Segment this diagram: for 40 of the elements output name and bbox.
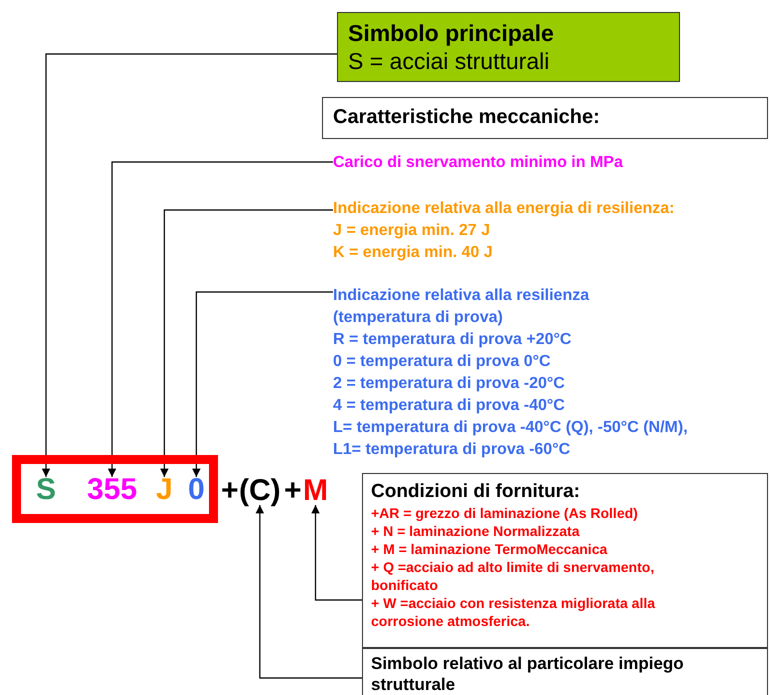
plus-sign: +: [284, 474, 302, 508]
code-letter: M: [303, 474, 328, 508]
description-text: Carico di snervamento minimo in MPa: [333, 152, 623, 174]
leader-line: [42, 53, 337, 477]
legend-line: K = energia min. 40 J: [333, 243, 494, 263]
title-box: [337, 12, 680, 82]
code-letter: S: [36, 473, 56, 507]
leader-line: [192, 291, 333, 477]
legend-line: R = temperatura di prova +20°C: [333, 330, 572, 350]
list-item: +AR = grezzo di laminazione (As Rolled): [371, 504, 639, 522]
leader-line: [256, 505, 362, 679]
legend-line: 0 = temperatura di prova 0°C: [333, 352, 552, 372]
heading-text: Condizioni di fornitura:: [371, 480, 581, 504]
code-digit: 0: [188, 473, 205, 507]
list-item: + Q =acciaio ad alto limite di snervamento, bonificato: [371, 558, 656, 594]
legend-line: J = energia min. 27 J: [333, 221, 491, 241]
leader-line: [311, 505, 362, 601]
legend-line: L1= temperatura di prova -60°C: [333, 440, 572, 460]
list-item: + W =acciaio con resistenza migliorata alla corrosione atmosferica.: [371, 594, 656, 630]
list-item: + N = laminazione Normalizzata: [371, 522, 581, 540]
code-number: 355: [87, 473, 138, 507]
leader-line: [108, 161, 333, 477]
info-box: [362, 473, 768, 648]
description-text: Indicazione relativa alla resilienza (temperatura di prova): [333, 286, 590, 328]
code-letter: J: [156, 473, 173, 507]
heading-text: Caratteristiche meccaniche:: [333, 105, 601, 129]
highlight-frame: [12, 455, 218, 523]
legend-line: L= temperatura di prova -40°C (Q), -50°C (N/M),: [333, 418, 688, 438]
heading-box: [322, 97, 768, 139]
info-box: [362, 648, 768, 695]
legend-line: 2 = temperatura di prova -20°C: [333, 374, 566, 394]
title-text: Simbolo principale: [348, 19, 555, 47]
list-item: + M = laminazione TermoMeccanica: [371, 540, 608, 558]
legend-line: 4 = temperatura di prova -40°C: [333, 396, 566, 416]
description-text: Simbolo relativo al particolare impiego strutturale: [371, 653, 685, 695]
code-symbol: (C): [239, 474, 281, 508]
leader-line: [160, 209, 333, 477]
plus-sign: +: [221, 474, 239, 508]
description-text: Indicazione relativa alla energia di resilienza:: [333, 199, 674, 219]
subtitle-text: S = acciai strutturali: [348, 47, 550, 75]
